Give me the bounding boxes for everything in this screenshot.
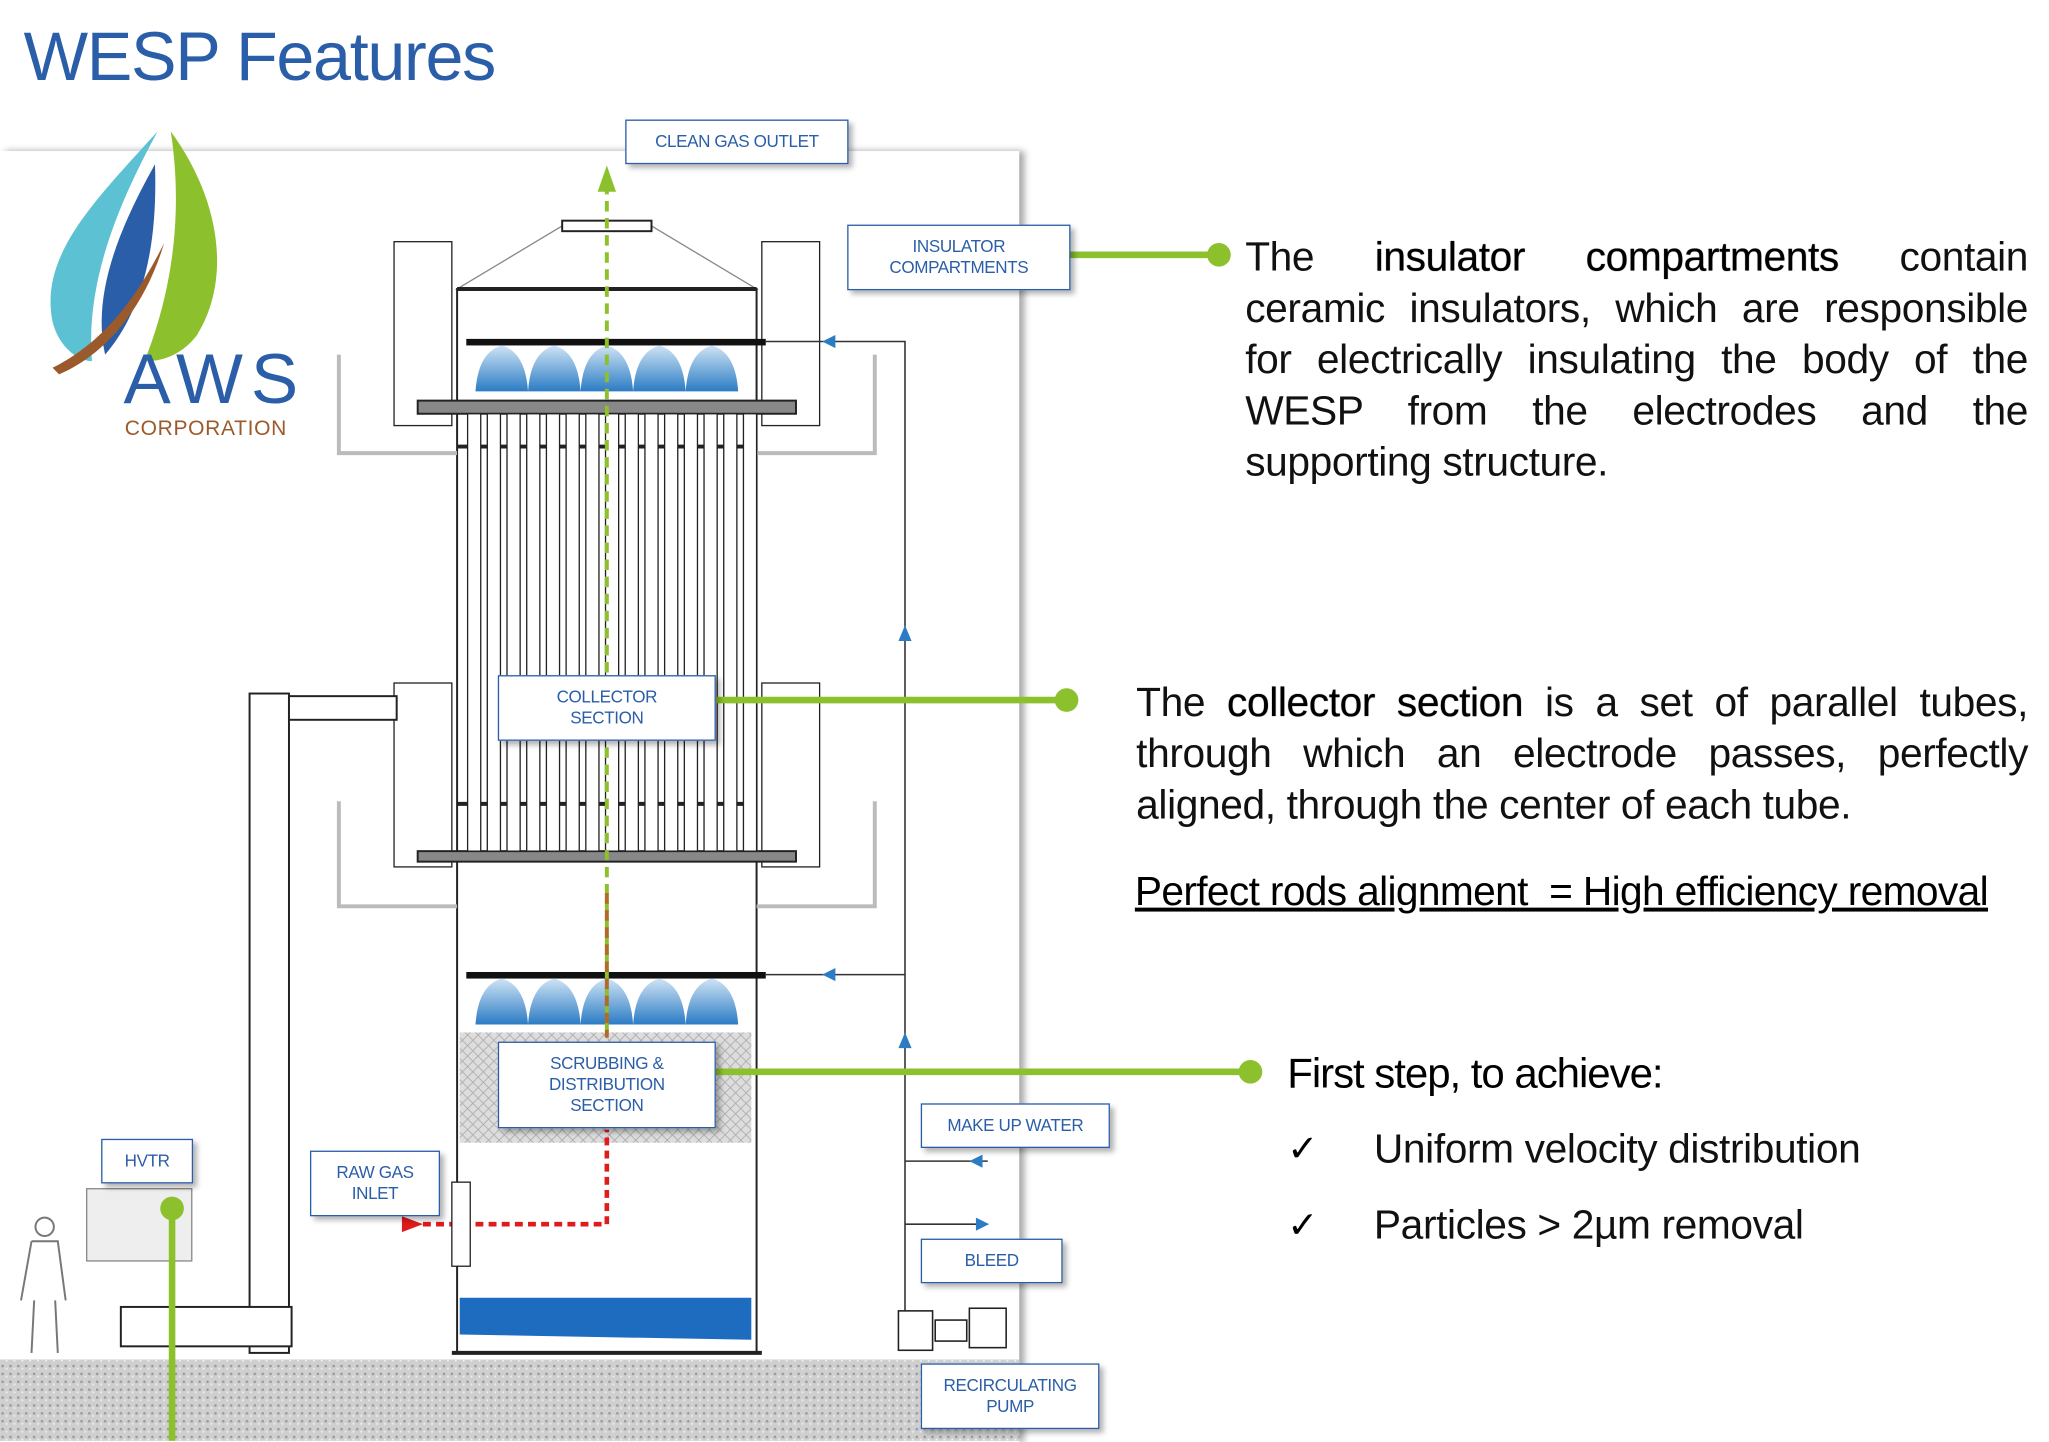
collector-tube [624,413,640,852]
text-bold: insulator compartments [1374,233,1840,280]
label-text: INSULATOR [912,236,1006,257]
water-arrows [822,334,990,1231]
collector-tube [723,413,738,852]
operator-figure [20,1216,67,1353]
insulator-description: The insulator compartments contain ceram… [1245,231,2028,487]
logo-wordmark: AWS [123,340,307,420]
spray-cone [528,345,581,392]
spray-cone [685,345,739,392]
spray-cone [475,978,529,1025]
label-text: HVTR [124,1150,170,1171]
text-bold: collector section [1226,679,1524,726]
sump [459,1297,752,1340]
spray-cone [633,978,686,1025]
text-pre: The [1136,679,1227,726]
collector-tube [585,413,600,852]
bullet-item: Particles > 2µm removal [1373,1201,1804,1248]
label-text: BLEED [964,1250,1019,1271]
hvtr-duct [119,692,398,1354]
label-text: COMPARTMENTS [889,257,1029,278]
collector-tube [545,413,561,852]
text-pre: The [1245,233,1375,280]
label-text: COLLECTOR [556,686,658,707]
spray-nozzles [475,345,739,1025]
spray-cone [580,345,634,392]
collector-tube [663,413,679,852]
ground [0,1359,1020,1441]
label-text: DISTRIBUTION [548,1074,665,1095]
logo-subtitle: CORPORATION [124,417,287,441]
label-text: RAW GAS [336,1162,414,1183]
label-hvtr: HVTR [101,1138,194,1184]
water-piping [765,340,988,1327]
tube-bundle [466,413,758,852]
check-icon: ✓ [1287,1204,1319,1246]
efficiency-equation: Perfect rods alignment = High efficiency… [1134,868,1989,915]
label-text: RECIRCULATING [943,1375,1077,1395]
label-text: CLEAN GAS OUTLET [655,131,819,152]
collector-tube [565,413,580,852]
scrubbing-heading: First step, to achieve: [1287,1049,1663,1097]
text-post: is a set of parallel tubes, through whic… [1136,679,2029,828]
collector-tube [683,413,699,852]
raw-gas-arrow-icon [401,1216,423,1233]
recirculating-pump [897,1307,1007,1352]
spray-header-bottom [466,971,766,979]
collector-tube [703,413,718,852]
bullet-item: Uniform velocity distribution [1373,1125,1861,1172]
collector-tube [486,413,502,852]
label-bleed: BLEED [920,1238,1063,1284]
spray-cone [528,978,581,1025]
clean-gas-arrow-icon [597,165,617,192]
collector-tube [742,413,758,852]
label-text: PUMP [986,1396,1034,1416]
aws-leaf-logo-icon [50,131,218,375]
label-text: SECTION [570,1095,644,1116]
spray-header-top [466,338,766,346]
text-post: contain ceramic insulators, which are re… [1245,233,2029,485]
collector-tube [466,413,482,852]
label-text: INLET [351,1183,399,1204]
collector-tube [526,413,541,852]
collector-tube [644,413,659,852]
page-title: WESP Features [23,19,497,96]
spray-cone [685,978,739,1025]
spray-cone [475,345,529,392]
raw-gas-flow [422,1129,610,1227]
collector-tube [506,413,521,852]
label-text: SECTION [570,707,644,728]
check-icon: ✓ [1287,1128,1319,1170]
spray-cone [633,345,686,392]
label-text: SCRUBBING & [550,1053,664,1074]
label-make-up-water: MAKE UP WATER [920,1103,1110,1148]
label-clean-gas-outlet: CLEAN GAS OUTLET [625,119,849,165]
label-text: MAKE UP WATER [947,1115,1084,1135]
collector-description: The collector section is a set of parall… [1136,676,2028,830]
